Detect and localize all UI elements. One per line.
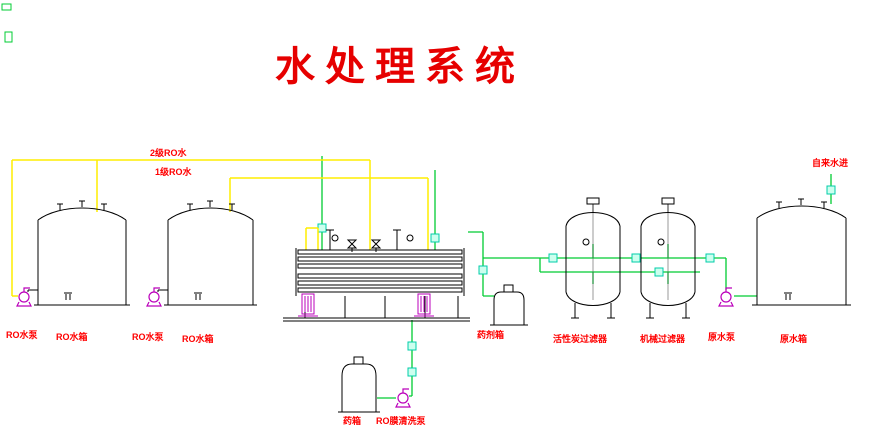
green-valve-squares xyxy=(317,185,836,377)
label-ro-cleaning-pump: RO膜清洗泵 xyxy=(376,416,426,425)
label-raw-water-tank: 原水箱 xyxy=(780,334,808,344)
label-medicine-tank: 药箱 xyxy=(343,416,362,425)
vessel-mechanical-filter xyxy=(640,197,696,319)
label-stage1-ro-water: 1级RO水 xyxy=(155,167,192,177)
label-ro-pump-left: RO水泵 xyxy=(6,330,38,340)
label-chem-dosing-tank: 药剂箱 xyxy=(477,330,505,340)
label-ro-tank-left: RO水箱 xyxy=(56,332,88,342)
label-raw-water-pump: 原水泵 xyxy=(708,332,736,342)
pump-ro-cleaning xyxy=(395,388,411,408)
tank-ro-mid xyxy=(164,200,257,306)
tank-raw-water xyxy=(752,198,851,306)
vessel-carbon-filter xyxy=(565,197,621,319)
tank-chem-dosing xyxy=(490,284,528,326)
label-ro-tank-mid: RO水箱 xyxy=(182,334,214,344)
label-mechanical-filter: 机械过滤器 xyxy=(640,334,686,344)
tank-medicine xyxy=(338,356,380,413)
pump-raw-water xyxy=(718,287,734,307)
tank-ro-left xyxy=(34,200,130,306)
ro-membrane-skid xyxy=(283,229,470,322)
corner-marks xyxy=(1,3,13,43)
label-ro-pump-mid: RO水泵 xyxy=(132,332,164,342)
pump-ro-left xyxy=(16,287,32,307)
suction-pipes xyxy=(27,289,168,292)
yellow-piping xyxy=(11,159,429,297)
label-tap-water-inlet: 自来水进 xyxy=(812,158,849,168)
pump-ro-mid xyxy=(146,287,162,307)
diagram-title: 水处理系统 xyxy=(275,44,525,89)
label-carbon-filter: 活性炭过滤器 xyxy=(553,334,608,344)
label-stage2-ro-water: 2级RO水 xyxy=(150,148,187,158)
skid-highpressure-pumps xyxy=(298,293,434,317)
